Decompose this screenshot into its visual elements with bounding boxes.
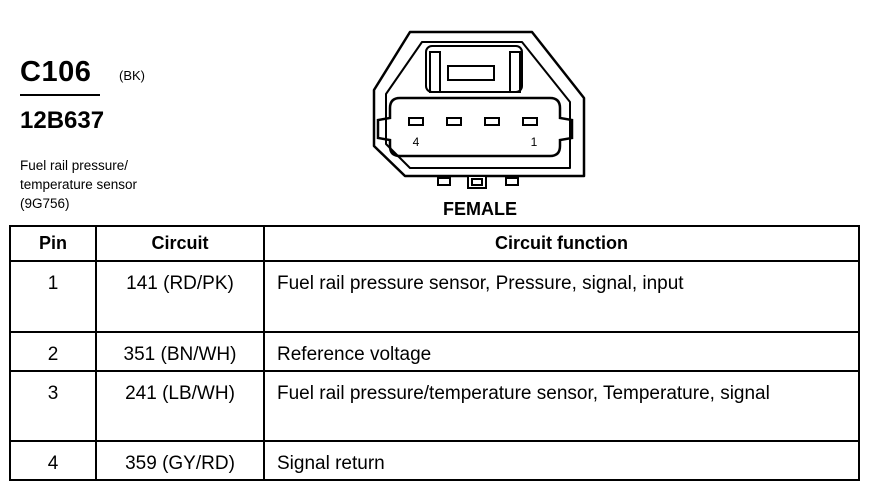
pin-4-terminal bbox=[408, 117, 424, 126]
cell-circuit: 141 (RD/PK) bbox=[95, 260, 265, 333]
pin-3-terminal bbox=[446, 117, 462, 126]
title-underline bbox=[20, 94, 100, 96]
keying-notches bbox=[437, 175, 519, 189]
pin-2-terminal bbox=[484, 117, 500, 126]
header-function: Circuit function bbox=[263, 225, 860, 262]
connector-color: (BK) bbox=[119, 68, 145, 83]
component-description: Fuel rail pressure/ temperature sensor (… bbox=[20, 156, 137, 213]
connector-housing-outline bbox=[372, 30, 586, 178]
pin-label-right: 1 bbox=[531, 135, 538, 149]
cell-pin: 4 bbox=[9, 440, 97, 481]
pin-label-left: 4 bbox=[413, 135, 420, 149]
header-pin: Pin bbox=[9, 225, 97, 262]
pin-1-terminal bbox=[522, 117, 538, 126]
pin-terminals bbox=[408, 117, 538, 126]
cell-pin: 1 bbox=[9, 260, 97, 333]
connector-id: C106 bbox=[20, 56, 92, 88]
description-line-1: Fuel rail pressure/ bbox=[20, 158, 129, 173]
locking-tab bbox=[425, 45, 523, 93]
cell-circuit: 359 (GY/RD) bbox=[95, 440, 265, 481]
table-row: 2 351 (BN/WH) Reference voltage bbox=[9, 331, 860, 372]
cell-function: Fuel rail pressure/temperature sensor, T… bbox=[263, 370, 860, 442]
table-row: 3 241 (LB/WH) Fuel rail pressure/tempera… bbox=[9, 370, 860, 442]
cell-pin: 3 bbox=[9, 370, 97, 442]
table-row: 1 141 (RD/PK) Fuel rail pressure sensor,… bbox=[9, 260, 860, 333]
connector-face-diagram: 4 1 bbox=[372, 30, 586, 189]
description-line-2: temperature sensor bbox=[20, 177, 138, 192]
terminal-cavity bbox=[376, 96, 574, 158]
table-row: 4 359 (GY/RD) Signal return bbox=[9, 440, 860, 481]
cell-pin: 2 bbox=[9, 331, 97, 372]
table-header-row: Pin Circuit Circuit function bbox=[9, 225, 860, 262]
cell-circuit: 241 (LB/WH) bbox=[95, 370, 265, 442]
cell-function: Reference voltage bbox=[263, 331, 860, 372]
part-number: 12B637 bbox=[20, 107, 105, 134]
description-line-3: (9G756) bbox=[20, 196, 70, 211]
cell-function: Signal return bbox=[263, 440, 860, 481]
cell-function: Fuel rail pressure sensor, Pressure, sig… bbox=[263, 260, 860, 333]
gender-label: FEMALE bbox=[443, 199, 517, 219]
header-circuit: Circuit bbox=[95, 225, 265, 262]
pin-table: Pin Circuit Circuit function 1 141 (RD/P… bbox=[9, 225, 860, 481]
cell-circuit: 351 (BN/WH) bbox=[95, 331, 265, 372]
